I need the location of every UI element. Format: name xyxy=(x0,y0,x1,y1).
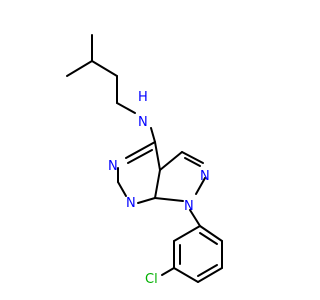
chlorine-label: Cl xyxy=(145,272,158,287)
bond-n1-c7a xyxy=(137,197,156,204)
bond-ch-ch2a xyxy=(91,60,118,77)
bond-ph6-ph1 xyxy=(199,225,223,242)
bond-c3-n2-a xyxy=(181,151,204,164)
bond-n2-n1p xyxy=(195,177,206,195)
bond-ph3-ph4 xyxy=(173,267,199,283)
bond-c3-n2-b xyxy=(184,157,201,167)
bond-ch3b-ch xyxy=(66,60,93,77)
amine-hydrogen-label: H xyxy=(138,90,148,105)
bond-c3a-c3 xyxy=(159,151,183,171)
bond-ph4-ph5-inner xyxy=(197,264,218,277)
bond-c4-n3-double xyxy=(125,141,156,159)
bond-ph1-ph2 xyxy=(173,225,201,242)
bond-n1p-phenyl xyxy=(189,209,201,227)
bond-nh-c4 xyxy=(150,127,156,143)
bond-n1p-c7a xyxy=(154,197,184,202)
bond-ph3-cl xyxy=(161,267,175,276)
pyrazole-nitrogen-1-label: N xyxy=(184,199,194,214)
bond-ch2b-nh xyxy=(116,102,136,114)
pyrazole-nitrogen-2-label: N xyxy=(200,169,210,184)
bond-c3a-c4 xyxy=(154,141,161,171)
ring-nitrogen-5-label: N xyxy=(126,196,136,211)
bond-c7a-c3a xyxy=(154,169,161,199)
bond-ph6-ph1-inner xyxy=(199,232,218,245)
bond-c4-n3-inner xyxy=(127,149,153,164)
bond-c2-n1 xyxy=(117,181,127,197)
amine-nitrogen-label: N xyxy=(138,115,148,130)
molecule-canvas: N H N N N N Cl xyxy=(66,34,223,287)
molecule-structure: N H N N N N Cl xyxy=(66,34,223,287)
ring-nitrogen-3-label: N xyxy=(108,159,118,174)
bond-ph4-ph5 xyxy=(197,267,223,283)
